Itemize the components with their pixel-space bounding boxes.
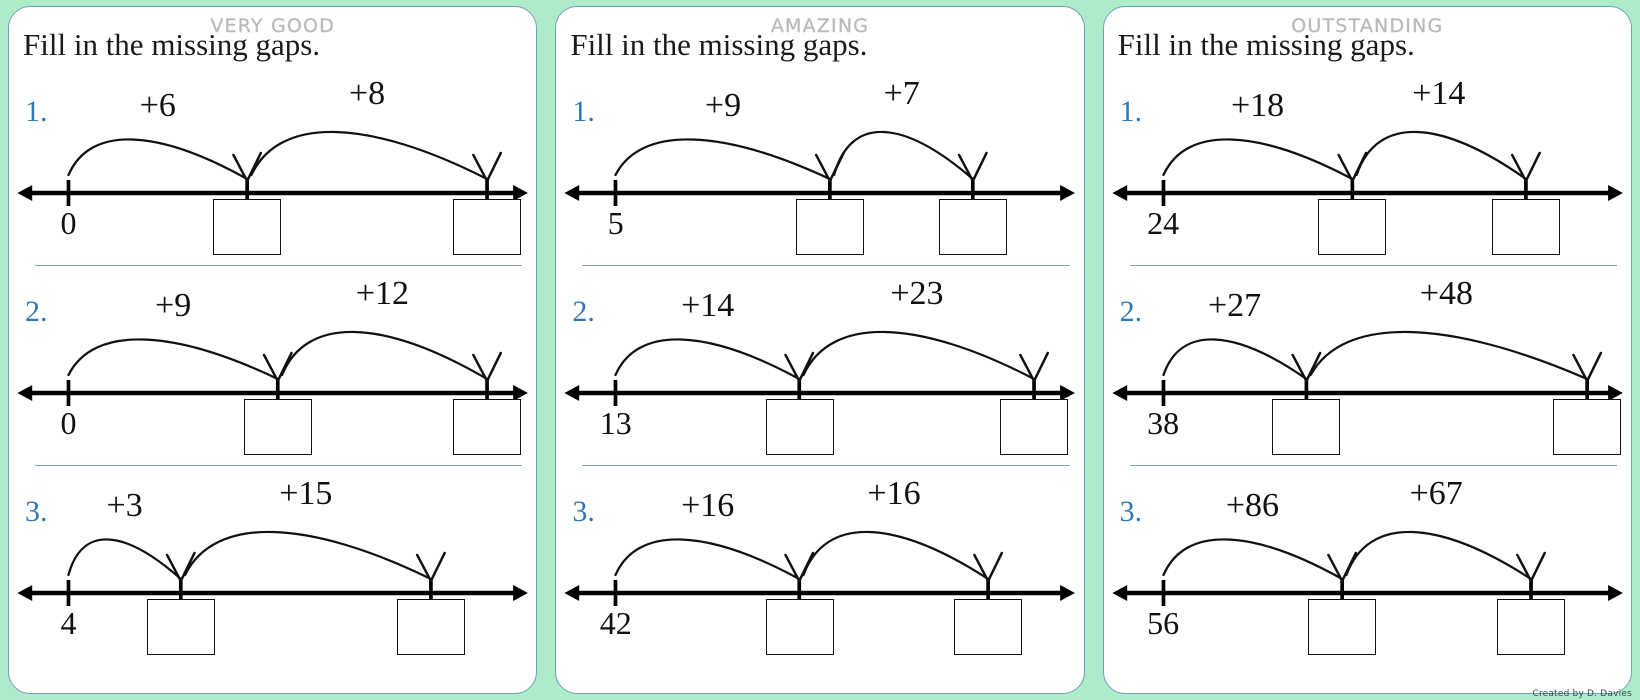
answer-box-second[interactable] [396, 599, 465, 655]
row-divider [35, 265, 523, 266]
answer-box-first[interactable] [213, 199, 282, 255]
jump-label-second: +15 [279, 475, 333, 512]
question-row: 2. +14 +23 13 [556, 265, 1083, 465]
number-line-graphic [17, 130, 528, 206]
panel-title: Fill in the missing gaps. [23, 27, 321, 62]
number-line [1104, 465, 1631, 665]
number-line-graphic [1112, 330, 1623, 406]
answer-box-first[interactable] [1272, 399, 1341, 455]
jump-label-first: +6 [139, 87, 176, 124]
number-line-graphic [17, 330, 528, 406]
jump-label-second: +14 [1412, 75, 1466, 112]
number-line-graphic [564, 130, 1076, 206]
jump-label-second: +23 [890, 275, 944, 312]
jump-label-second: +12 [355, 275, 409, 312]
jump-label-first: +18 [1230, 87, 1285, 124]
jump-label-second: +8 [349, 75, 386, 112]
question-row: 2. +27 +48 38 [1104, 265, 1631, 465]
answer-box-first[interactable] [146, 599, 215, 655]
answer-box-second[interactable] [453, 399, 522, 455]
answer-box-second[interactable] [1552, 399, 1621, 455]
panel-title: Fill in the missing gaps. [1117, 27, 1415, 62]
start-value: 0 [60, 405, 77, 441]
jump-label-second: +67 [1409, 475, 1463, 512]
start-value: 5 [607, 205, 624, 241]
answer-box-first[interactable] [765, 399, 834, 455]
answer-box-second[interactable] [1491, 199, 1560, 255]
number-line-graphic [564, 530, 1076, 606]
jump-label-second: +16 [867, 475, 921, 512]
answer-box-first[interactable] [765, 599, 834, 655]
start-value: 42 [599, 605, 632, 641]
jump-label-second: +7 [883, 75, 920, 112]
answer-box-first[interactable] [243, 399, 312, 455]
question-number: 1. [1119, 95, 1143, 128]
number-line [556, 65, 1083, 265]
question-number: 2. [25, 295, 48, 328]
number-line-graphic [564, 330, 1076, 406]
question-row: 2. +9 +12 0 [9, 265, 536, 465]
question-number: 2. [1119, 295, 1143, 328]
question-list: 1. +6 +8 0 2. +9 +12 0 3. +3 +15 4 [9, 65, 536, 693]
jump-label-first: +14 [681, 287, 735, 324]
start-value: 13 [599, 405, 632, 441]
question-row: 1. +6 +8 0 [9, 65, 536, 265]
jump-label-first: +86 [1225, 487, 1280, 524]
number-line [9, 265, 536, 465]
answer-box-second[interactable] [1496, 599, 1565, 655]
footer-credit: Created by D. Davies [1532, 689, 1632, 699]
number-line-graphic [17, 530, 528, 606]
jump-label-first: +27 [1208, 287, 1262, 324]
row-divider [35, 465, 523, 466]
question-list: 1. +18 +14 24 2. +27 +48 38 3. +86 +67 56 [1104, 65, 1631, 693]
question-number: 3. [1119, 495, 1143, 528]
jump-label-first: +3 [106, 487, 143, 524]
number-line [9, 65, 536, 265]
jump-label-first: +9 [704, 87, 742, 124]
question-number: 1. [572, 95, 595, 128]
question-row: 1. +18 +14 24 [1104, 65, 1631, 265]
question-row: 3. +3 +15 4 [9, 465, 536, 665]
number-line [9, 465, 536, 665]
panel-title: Fill in the missing gaps. [570, 27, 868, 62]
question-number: 3. [25, 495, 48, 528]
row-divider [1129, 265, 1617, 266]
start-value: 0 [60, 205, 77, 241]
question-list: 1. +9 +7 5 2. +14 +23 13 3. +16 +16 42 [556, 65, 1083, 693]
answer-box-first[interactable] [796, 199, 865, 255]
number-line [556, 465, 1083, 665]
row-divider [582, 465, 1070, 466]
start-value: 4 [60, 605, 77, 641]
jump-label-first: +16 [681, 487, 735, 524]
answer-box-first[interactable] [1318, 199, 1386, 255]
number-line-graphic [1112, 530, 1623, 606]
start-value: 38 [1147, 405, 1180, 441]
answer-box-second[interactable] [939, 199, 1008, 255]
question-number: 2. [572, 295, 595, 328]
question-number: 3. [572, 495, 595, 528]
jump-label-second: +48 [1419, 275, 1474, 312]
number-line [1104, 265, 1631, 465]
row-divider [1129, 465, 1617, 466]
answer-box-second[interactable] [1000, 399, 1069, 455]
question-row: 3. +16 +16 42 [556, 465, 1083, 665]
question-row: 1. +9 +7 5 [556, 65, 1083, 265]
jump-label-first: +9 [155, 287, 192, 324]
question-row: 3. +86 +67 56 [1104, 465, 1631, 665]
answer-box-second[interactable] [453, 199, 522, 255]
row-divider [582, 265, 1070, 266]
question-number: 1. [25, 95, 48, 128]
start-value: 24 [1147, 205, 1180, 241]
answer-box-second[interactable] [954, 599, 1023, 655]
number-line [556, 265, 1083, 465]
start-value: 56 [1147, 605, 1180, 641]
answer-box-first[interactable] [1307, 599, 1376, 655]
